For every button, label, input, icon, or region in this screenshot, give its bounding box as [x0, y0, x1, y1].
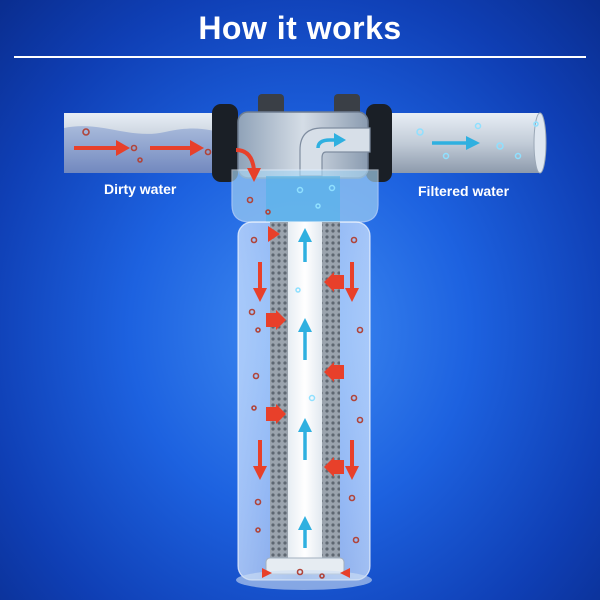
particle — [246, 196, 254, 204]
particle — [319, 573, 325, 579]
particle — [296, 568, 304, 576]
particle — [350, 236, 358, 244]
clean-flow-arrow — [298, 318, 312, 360]
bubble — [308, 394, 316, 402]
dirty-flow-arrow — [253, 262, 267, 302]
clean-flow-arrow — [298, 228, 312, 262]
dirty-flow-arrow — [345, 440, 359, 480]
dirty-flow-arrow — [74, 140, 130, 156]
particle — [251, 405, 257, 411]
outlet-label: Filtered water — [418, 183, 510, 199]
particle — [255, 527, 261, 533]
bubble — [416, 128, 424, 136]
bubble — [533, 121, 539, 127]
bubble — [442, 152, 450, 160]
core-clean-arrows — [298, 228, 312, 548]
particle — [137, 157, 143, 163]
particle — [356, 416, 364, 424]
bubble — [496, 142, 504, 150]
particle — [348, 494, 356, 502]
dirty-flow-arrow — [235, 148, 261, 182]
diagram-title: How it works — [198, 10, 402, 46]
inlet-pipe — [64, 113, 224, 173]
particle — [250, 236, 258, 244]
dirty-flow-arrow — [324, 457, 344, 477]
clean-flow-arrow — [432, 136, 480, 150]
inlet-flow-arrows — [74, 140, 261, 182]
particle — [248, 308, 256, 316]
particle — [82, 128, 90, 136]
particle — [130, 144, 138, 152]
dirty-flow-arrow — [324, 272, 344, 292]
bubble — [295, 287, 301, 293]
dirt-particles — [82, 128, 364, 579]
particle — [204, 148, 212, 156]
dirty-flow-arrow — [345, 262, 359, 302]
particle — [265, 209, 271, 215]
bubbles — [295, 121, 539, 402]
particle — [255, 327, 261, 333]
clean-flow-arrow — [298, 516, 312, 548]
upper-bowl — [231, 169, 379, 223]
dirty-flow-arrow — [266, 310, 286, 330]
filter-head — [237, 94, 371, 179]
dirty-flow-arrow — [253, 440, 267, 480]
dirty-flow-arrow — [324, 362, 344, 382]
inlet-label: Dirty water — [104, 181, 177, 197]
dirty-flow-arrow — [150, 140, 204, 156]
dirty-flow-arrow — [268, 226, 280, 242]
particle — [252, 372, 260, 380]
bubble — [328, 184, 336, 192]
bubble — [474, 122, 482, 130]
bubble — [315, 203, 321, 209]
clean-flow-arrow — [316, 133, 346, 149]
outlet-flow-arrows — [316, 133, 480, 150]
particle — [356, 326, 364, 334]
pipe-couplings — [212, 104, 392, 182]
bubble — [514, 152, 522, 160]
bowl-dirty-arrows — [253, 226, 359, 578]
particle — [350, 394, 358, 402]
particle — [254, 498, 262, 506]
dirty-flow-arrow — [262, 568, 272, 578]
dirty-flow-arrow — [340, 568, 350, 578]
particle — [352, 536, 360, 544]
dirty-flow-arrow — [266, 404, 286, 424]
bubble — [296, 186, 304, 194]
title-divider — [14, 56, 586, 58]
clean-flow-arrow — [298, 418, 312, 460]
